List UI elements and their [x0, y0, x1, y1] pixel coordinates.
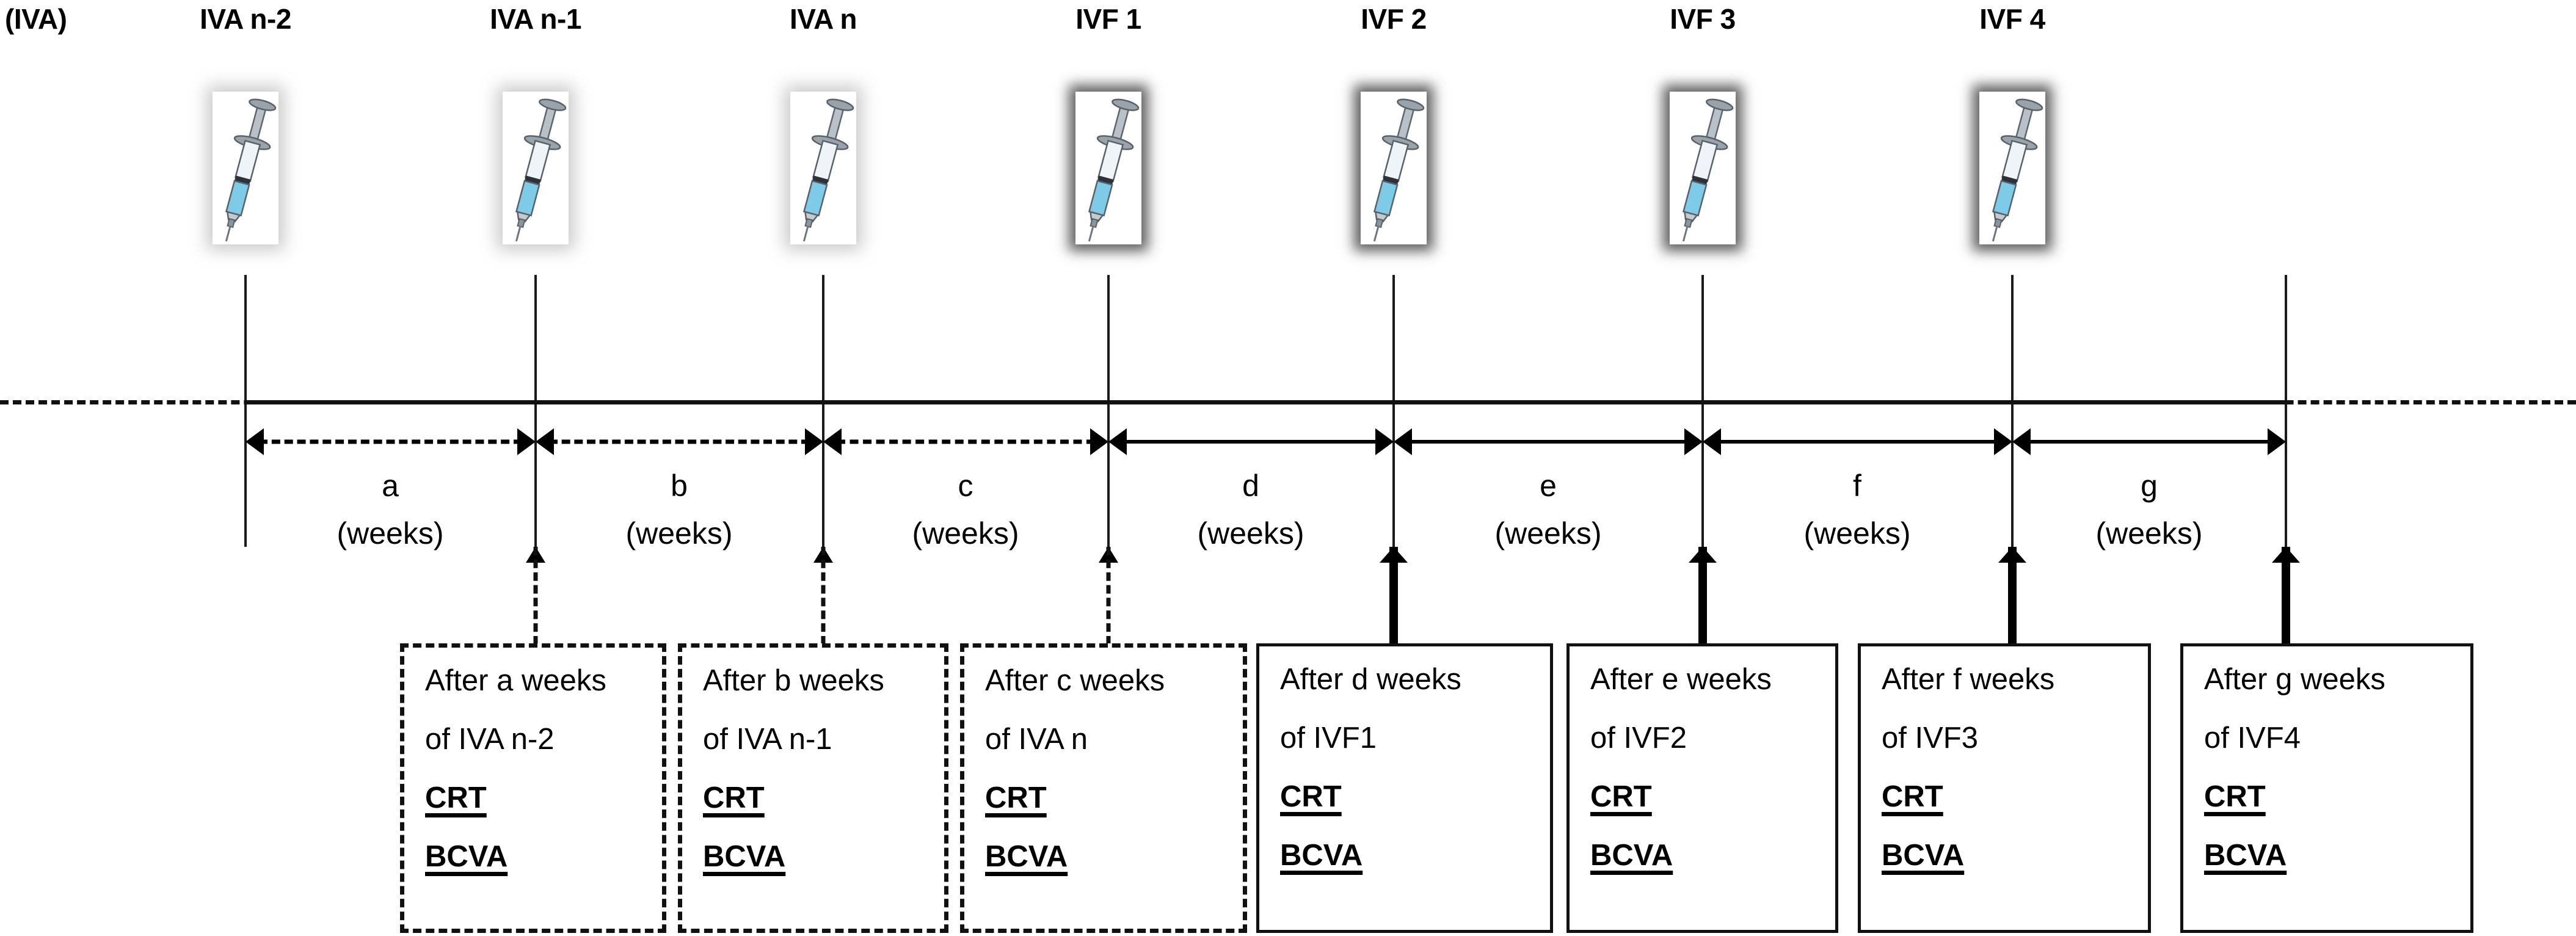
interval-units-c: (weeks) — [912, 516, 1019, 550]
syringe-icon-ivf-2 — [1361, 92, 1427, 244]
syringe-icon-iva-n-2 — [213, 92, 278, 244]
assessment-line-2: of IVF1 — [1280, 722, 1377, 755]
connector-arrow-box-d — [1378, 547, 1409, 645]
assessment-line-2: of IVF3 — [1882, 722, 1978, 755]
measure-bcva: BCVA — [703, 840, 786, 873]
interval-arrow-b — [536, 428, 823, 456]
assessment-line-1: After e weeks — [1590, 663, 1772, 696]
event-line-iva-n — [822, 275, 824, 547]
assessment-line-2: of IVA n-1 — [703, 723, 832, 756]
measure-crt: CRT — [425, 781, 487, 814]
interval-units-g: (weeks) — [2095, 516, 2203, 550]
connector-arrow-box-c — [1096, 547, 1121, 645]
event-label-iva-n-1: IVA n-1 — [490, 3, 581, 35]
assessment-line-1: After c weeks — [985, 664, 1165, 697]
assessment-line-2: of IVF2 — [1590, 722, 1687, 755]
event-label-ivf-3: IVF 3 — [1670, 3, 1736, 35]
interval-label-a: a — [382, 469, 399, 503]
interval-arrow-f — [1703, 428, 2012, 456]
event-label-ivf-2: IVF 2 — [1361, 3, 1427, 35]
assessment-box-c: After c weeks of IVA n CRT BCVA — [960, 643, 1247, 933]
event-line-ivf-3 — [1701, 275, 1704, 547]
assessment-line-1: After b weeks — [703, 664, 884, 697]
interval-arrow-a — [246, 428, 536, 456]
measure-bcva: BCVA — [1882, 839, 1965, 872]
measure-bcva: BCVA — [1280, 839, 1363, 872]
assessment-line-2: of IVA n — [985, 723, 1088, 756]
syringe-icon-iva-n — [790, 92, 856, 244]
measure-crt: CRT — [1280, 780, 1342, 813]
interval-arrow-d — [1108, 428, 1394, 456]
assessment-line-1: After g weeks — [2204, 663, 2385, 696]
measure-crt: CRT — [1590, 780, 1652, 813]
connector-arrow-box-f — [1997, 547, 2028, 645]
event-line-end — [2285, 275, 2287, 547]
interval-label-f: f — [1853, 469, 1861, 503]
axis-caption: (IVA) — [5, 3, 67, 35]
measure-crt: CRT — [703, 781, 765, 814]
interval-arrow-c — [823, 428, 1108, 456]
syringe-icon-ivf-4 — [1979, 92, 2045, 244]
assessment-box-a: After a weeks of IVA n-2 CRT BCVA — [400, 643, 666, 933]
syringe-icon-iva-n-1 — [503, 92, 569, 244]
assessment-box-e: After e weeks of IVF2 CRT BCVA — [1566, 643, 1838, 933]
connector-arrow-box-b — [811, 547, 835, 645]
measure-bcva: BCVA — [2204, 839, 2287, 872]
interval-units-e: (weeks) — [1494, 516, 1602, 550]
interval-units-d: (weeks) — [1197, 516, 1304, 550]
event-label-ivf-4: IVF 4 — [1979, 3, 2045, 35]
interval-units-f: (weeks) — [1803, 516, 1911, 550]
interval-label-g: g — [2141, 469, 2158, 503]
assessment-line-2: of IVF4 — [2204, 722, 2301, 755]
timeline-baseline-span — [246, 400, 2286, 404]
assessment-box-f: After f weeks of IVF3 CRT BCVA — [1858, 643, 2151, 933]
assessment-box-b: After b weeks of IVA n-1 CRT BCVA — [678, 643, 948, 933]
event-line-ivf-1 — [1107, 275, 1110, 547]
assessment-box-d: After d weeks of IVF1 CRT BCVA — [1256, 643, 1553, 933]
event-line-iva-n-2 — [244, 275, 247, 547]
assessment-line-1: After d weeks — [1280, 663, 1461, 696]
interval-units-b: (weeks) — [625, 516, 733, 550]
interval-label-e: e — [1540, 469, 1557, 503]
connector-arrow-box-a — [523, 547, 548, 645]
measure-bcva: BCVA — [985, 840, 1068, 873]
event-line-ivf-2 — [1392, 275, 1395, 547]
interval-label-d: d — [1242, 469, 1259, 503]
assessment-box-g: After g weeks of IVF4 CRT BCVA — [2180, 643, 2473, 933]
assessment-line-2: of IVA n-2 — [425, 723, 555, 756]
interval-units-a: (weeks) — [337, 516, 444, 550]
measure-crt: CRT — [2204, 780, 2266, 813]
assessment-line-1: After a weeks — [425, 664, 606, 697]
event-label-iva-n-2: IVA n-2 — [200, 3, 291, 35]
interval-arrow-g — [2012, 428, 2286, 456]
interval-arrow-e — [1394, 428, 1703, 456]
measure-crt: CRT — [985, 781, 1047, 814]
measure-crt: CRT — [1882, 780, 1943, 813]
event-label-ivf-1: IVF 1 — [1075, 3, 1141, 35]
assessment-line-1: After f weeks — [1882, 663, 2055, 696]
connector-arrow-box-e — [1687, 547, 1718, 645]
event-label-iva-n: IVA n — [790, 3, 857, 35]
interval-label-c: c — [958, 469, 973, 503]
event-line-ivf-4 — [2011, 275, 2014, 547]
measure-bcva: BCVA — [1590, 839, 1673, 872]
interval-label-b: b — [671, 469, 688, 503]
connector-arrow-box-g — [2271, 547, 2301, 645]
syringe-icon-ivf-3 — [1670, 92, 1736, 244]
event-line-iva-n-1 — [534, 275, 537, 547]
measure-bcva: BCVA — [425, 840, 508, 873]
syringe-icon-ivf-1 — [1075, 92, 1141, 244]
